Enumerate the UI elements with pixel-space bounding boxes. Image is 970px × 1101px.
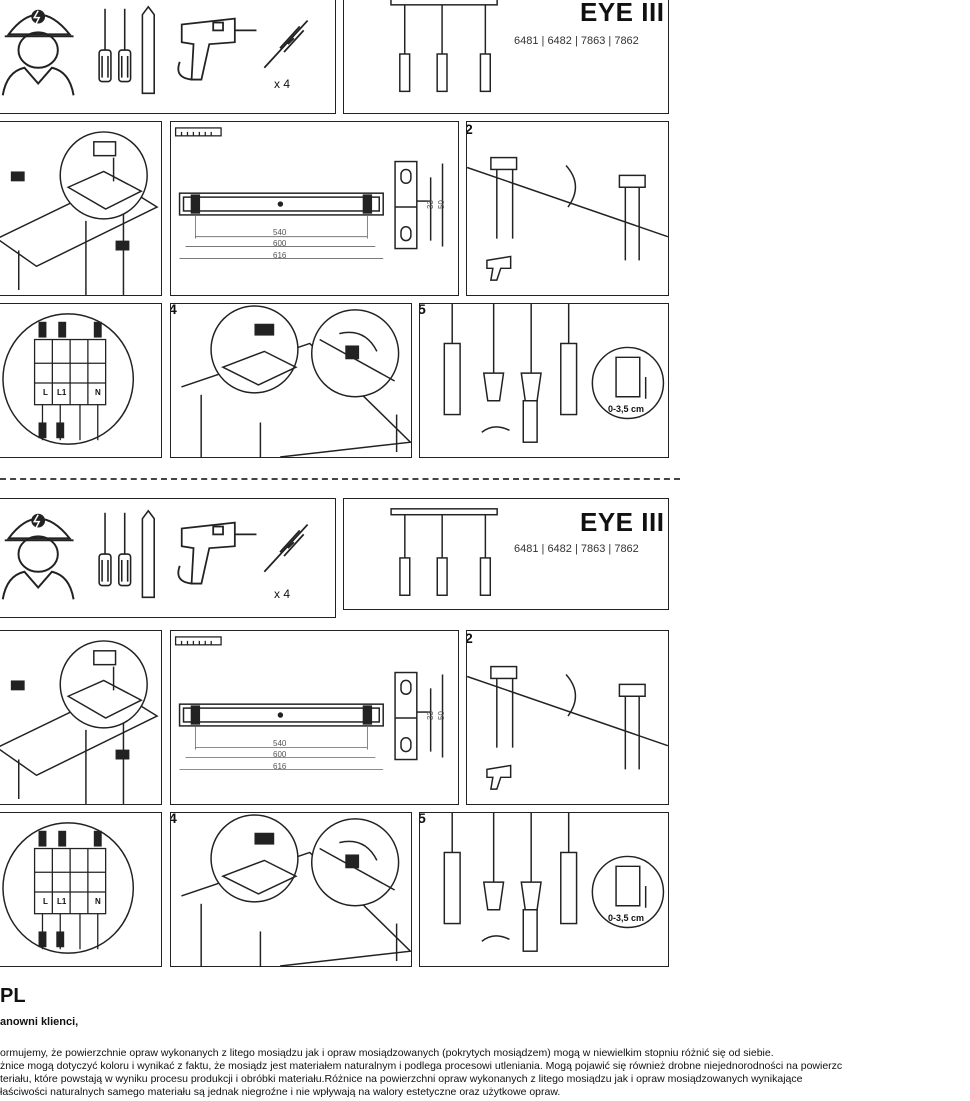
- wire-label-l1: L1: [57, 897, 67, 906]
- step-number: 5: [420, 813, 426, 826]
- product-title: EYE III: [580, 507, 665, 537]
- dim-33: 33: [425, 711, 435, 720]
- height-range-label: 0-3,5 cm: [608, 404, 645, 414]
- step3-panel: L L1 N: [0, 303, 162, 458]
- paragraph-line: żnice mogą dotyczyć koloru i wynikać z f…: [0, 1060, 843, 1072]
- dim-50: 50: [436, 200, 446, 209]
- step1-panel: [0, 630, 162, 805]
- product-title: EYE III: [580, 0, 665, 27]
- electrician-icon: [1, 5, 309, 96]
- step4-panel: 4: [170, 303, 412, 458]
- dowel-icon: [263, 19, 309, 69]
- paragraph-line: teriału, które powstają w wyniku procesu…: [0, 1073, 803, 1085]
- dimension-drawing: [174, 636, 444, 770]
- pendant-lamp-icon: [390, 0, 498, 93]
- screwdriver-icon: [98, 5, 155, 95]
- wire-label-l1: L1: [57, 388, 67, 397]
- language-heading: PL: [0, 985, 26, 1007]
- product-codes: 6481 | 6482 | 7863 | 7862: [514, 35, 639, 47]
- wire-label-n: N: [95, 388, 101, 397]
- dim-33: 33: [425, 200, 435, 209]
- title-panel: EYE III 6481 | 6482 | 7863 | 7862: [343, 0, 669, 114]
- step5-panel: 5 0-3,5 cm: [419, 812, 669, 967]
- step2-panel: 2: [466, 630, 669, 805]
- paragraph-line: łaściwości naturalnych samego materiału …: [0, 1086, 561, 1098]
- greeting: anowni klienci,: [0, 1016, 79, 1028]
- dim-540: 540: [273, 228, 287, 237]
- step2-panel: 2: [466, 121, 669, 296]
- dim-616: 616: [273, 251, 287, 260]
- bulb-installation-diagram: [443, 813, 665, 952]
- step1-panel: [0, 121, 162, 296]
- step3-panel: L L1 N: [0, 812, 162, 967]
- tools-panel: x 4: [0, 0, 336, 114]
- ceiling-drilling-diagram: [467, 665, 668, 790]
- cut-line: [0, 478, 680, 480]
- tools-panel: x 4: [0, 498, 336, 618]
- product-codes: 6481 | 6482 | 7863 | 7862: [514, 543, 639, 555]
- ruler-icon: [174, 636, 222, 646]
- dowel-count: x 4: [274, 77, 291, 91]
- wire-label-l: L: [43, 388, 48, 397]
- title-panel: EYE III 6481 | 6482 | 7863 | 7862: [343, 498, 669, 610]
- wire-label-n: N: [95, 897, 101, 906]
- dowel-icon: [263, 523, 309, 573]
- drill-icon: [177, 17, 257, 81]
- dim-600: 600: [273, 750, 287, 759]
- step-number: 4: [171, 304, 177, 317]
- step4-panel: 4: [170, 812, 412, 967]
- dim-50: 50: [436, 711, 446, 720]
- step-number: 2: [467, 122, 473, 137]
- wiring-terminal-diagram: [2, 313, 135, 445]
- step5-panel: 5 0-3,5 cm: [419, 303, 669, 458]
- dim-540: 540: [273, 739, 287, 748]
- ruler-icon: [174, 127, 222, 137]
- paragraph-line: ormujemy, że powierzchnie opraw wykonany…: [0, 1047, 774, 1059]
- wiring-terminal-diagram: [2, 822, 135, 954]
- height-range-label: 0-3,5 cm: [608, 913, 645, 923]
- pendant-lamp-icon: [390, 508, 498, 596]
- wire-label-l: L: [43, 897, 48, 906]
- step1-dimensions-panel: 540 600 616 33 50: [170, 630, 459, 805]
- screwdriver-icon: [98, 509, 155, 599]
- step-number: 2: [467, 631, 473, 646]
- electrician-icon: [1, 509, 309, 600]
- canopy-fixing-diagram: [181, 305, 411, 457]
- dowel-count: x 4: [274, 587, 291, 601]
- canopy-fixing-diagram: [181, 814, 411, 966]
- dim-600: 600: [273, 239, 287, 248]
- canopy-mounting-diagram: [0, 131, 159, 295]
- dim-616: 616: [273, 762, 287, 771]
- canopy-mounting-diagram: [0, 640, 159, 804]
- ceiling-drilling-diagram: [467, 156, 668, 281]
- dimension-drawing: [174, 127, 444, 259]
- step-number: 4: [171, 813, 177, 826]
- step1-dimensions-panel: 540 600 616 33 50: [170, 121, 459, 296]
- step-number: 5: [420, 304, 426, 317]
- drill-icon: [177, 521, 257, 585]
- bulb-installation-diagram: [443, 304, 665, 443]
